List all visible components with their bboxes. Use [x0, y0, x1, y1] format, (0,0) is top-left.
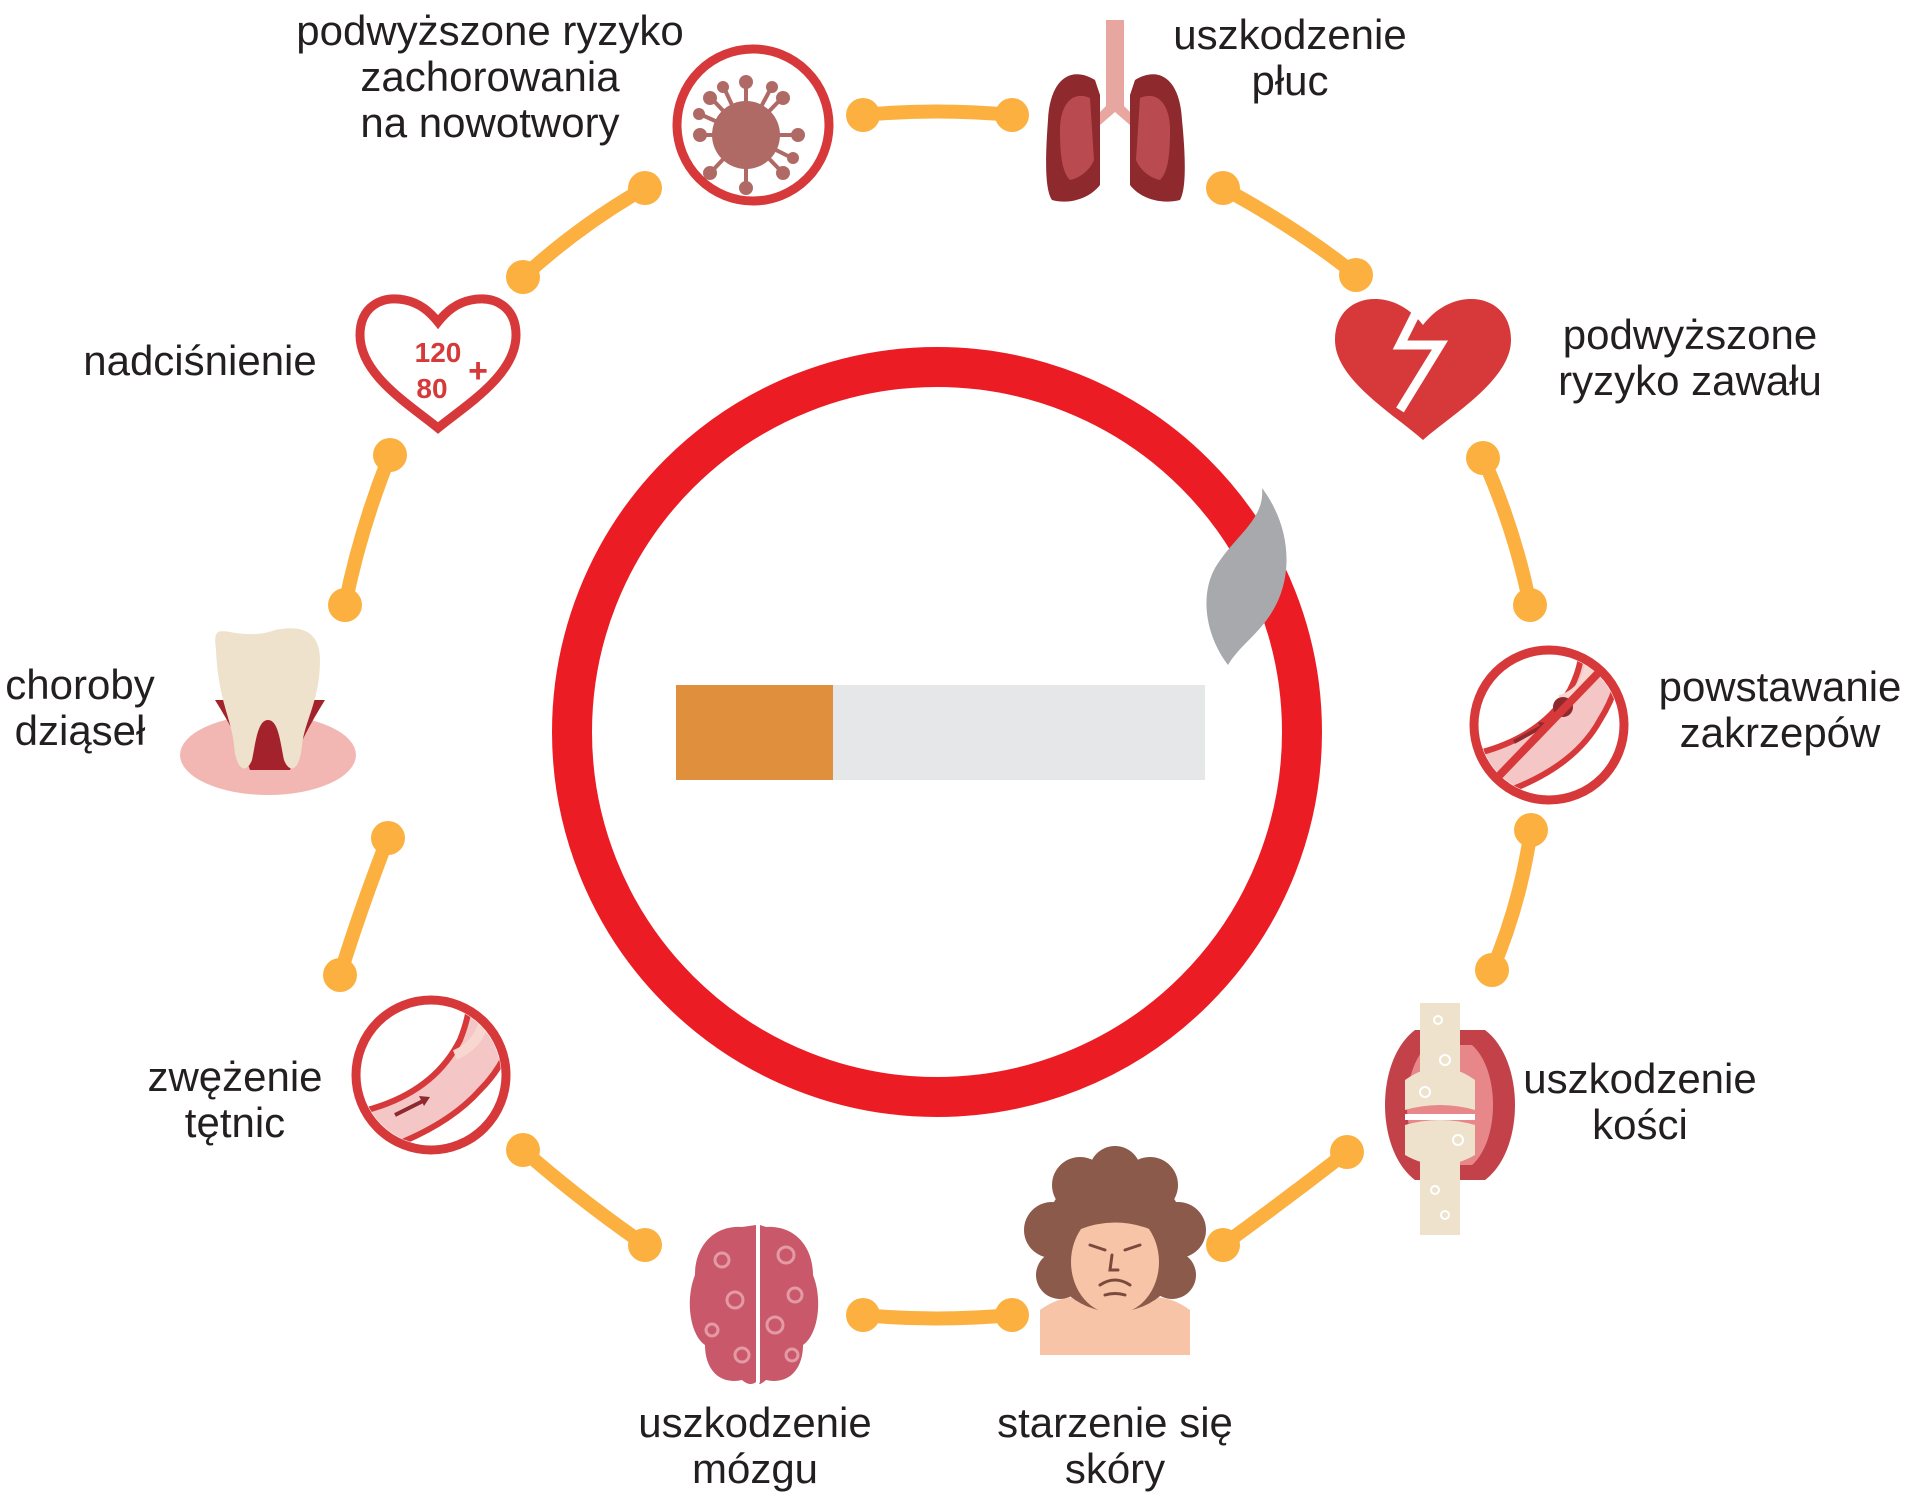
- connector-dots: [323, 98, 1548, 1332]
- diastolic-value: 80: [416, 373, 447, 404]
- heart-pressure-icon: 120 80 +: [355, 294, 521, 434]
- lungs-icon: [1046, 20, 1185, 202]
- brain-icon: [689, 1225, 819, 1385]
- label-lungs: uszkodzenie płuc: [1150, 12, 1430, 104]
- connector: [516, 181, 652, 284]
- label-skin: starzenie się skóry: [980, 1400, 1250, 1492]
- blood-clot-icon: [1469, 645, 1629, 805]
- connector: [333, 831, 395, 982]
- connector: [1476, 451, 1537, 612]
- label-line: dziąseł: [14, 707, 146, 754]
- aged-face-icon: [1024, 1146, 1206, 1355]
- label-line: nadciśnienie: [83, 337, 317, 384]
- cigarette-icon: [676, 488, 1287, 780]
- narrowed-artery-icon: [351, 995, 511, 1155]
- label-line: płuc: [1251, 57, 1329, 104]
- label-line: powstawanie: [1658, 663, 1902, 710]
- connector: [338, 448, 397, 612]
- label-arteries: zwężenie tętnic: [125, 1054, 345, 1146]
- systolic-value: 120: [415, 337, 462, 368]
- connector: [856, 104, 1019, 122]
- label-heart-attack: podwyższone ryzyko zawału: [1535, 312, 1845, 404]
- connector: [516, 1143, 652, 1252]
- label-brain: uszkodzenie mózgu: [620, 1400, 890, 1492]
- label-line: mózgu: [691, 1445, 819, 1492]
- label-line: kości: [1592, 1101, 1688, 1148]
- label-bones: uszkodzenie kości: [1510, 1056, 1770, 1148]
- virus-icon: [672, 44, 834, 206]
- tooth-gum-icon: [180, 628, 356, 795]
- label-line: zachorowania: [360, 53, 620, 100]
- label-line: ryzyko zawału: [1558, 357, 1822, 404]
- center-sign: [552, 347, 1322, 1117]
- connector: [1485, 823, 1538, 977]
- bone-joint-icon: [1385, 1003, 1515, 1235]
- label-line: podwyższone: [1562, 311, 1818, 358]
- label-line: podwyższone ryzyko: [296, 7, 684, 54]
- label-line: starzenie się: [997, 1399, 1233, 1446]
- connector: [1216, 1145, 1354, 1252]
- label-gums: choroby dziąseł: [0, 662, 160, 754]
- label-line: uszkodzenie: [638, 1399, 872, 1446]
- connector: [1216, 181, 1363, 282]
- label-line: zwężenie: [147, 1053, 323, 1100]
- label-line: choroby: [5, 661, 155, 708]
- label-line: skóry: [1064, 1445, 1166, 1492]
- label-cancer: podwyższone ryzyko zachorowania na nowot…: [260, 8, 720, 146]
- label-line: na nowotwory: [360, 99, 620, 146]
- red-ring: [552, 347, 1322, 1117]
- label-hypertension: nadciśnienie: [70, 338, 330, 384]
- label-line: uszkodzenie: [1523, 1055, 1757, 1102]
- connector: [856, 1308, 1019, 1326]
- label-line: tętnic: [184, 1099, 286, 1146]
- cigarette-filter: [676, 685, 833, 780]
- label-clots: powstawanie zakrzepów: [1650, 664, 1910, 756]
- plus-sign: +: [468, 352, 488, 390]
- smoke-icon: [1206, 488, 1287, 665]
- cigarette-paper: [830, 685, 1205, 780]
- label-line: uszkodzenie: [1173, 11, 1407, 58]
- broken-heart-icon: [1335, 299, 1511, 440]
- label-line: zakrzepów: [1679, 709, 1881, 756]
